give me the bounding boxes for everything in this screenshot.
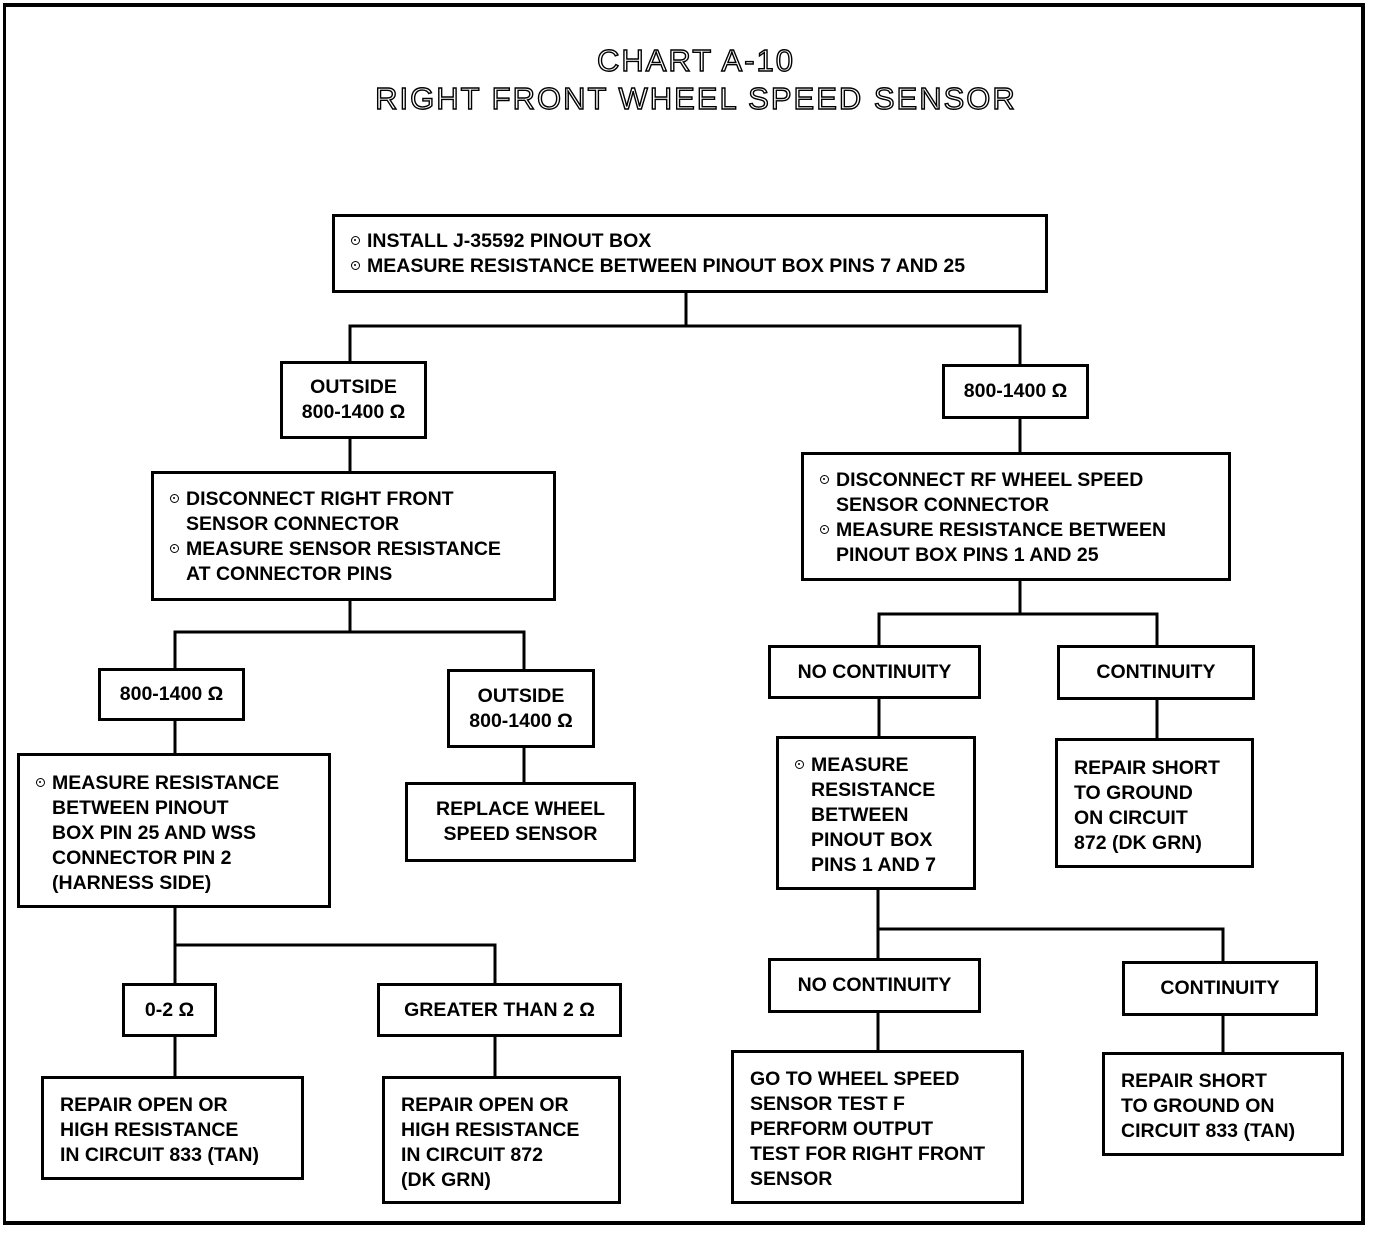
repair-short-872-box: REPAIR SHORT TO GROUND ON CIRCUIT 872 (D…	[1055, 738, 1254, 868]
continuity-box-2: CONTINUITY	[1122, 961, 1318, 1016]
measure-pins-1-7-box: MEASURE RESISTANCE BETWEEN PINOUT BOX PI…	[776, 736, 976, 890]
page-border	[3, 3, 1365, 1225]
bullet-item: MEASURE RESISTANCE BETWEEN PINOUT BOX PI…	[820, 518, 1218, 568]
result-label: NO CONTINUITY	[797, 974, 952, 996]
step-text: CONNECTOR PIN 2	[52, 847, 232, 869]
repair-open-833-box: REPAIR OPEN OR HIGH RESISTANCE IN CIRCUI…	[41, 1076, 304, 1180]
chart-subtitle: RIGHT FRONT WHEEL SPEED SENSOR	[374, 80, 1017, 116]
action-text: GO TO WHEEL SPEED	[750, 1068, 960, 1090]
bullet-item: MEASURE SENSOR RESISTANCE AT CONNECTOR P…	[170, 537, 543, 587]
step-text: (HARNESS SIDE)	[52, 872, 212, 894]
step-text: PINS 1 AND 7	[811, 854, 936, 876]
connector	[348, 324, 1022, 364]
step-text: INSTALL J-35592 PINOUT BOX	[367, 230, 652, 252]
action-text: CIRCUIT 833 (TAN)	[1121, 1120, 1296, 1142]
goto-test-f-box: GO TO WHEEL SPEED SENSOR TEST F PERFORM …	[731, 1050, 1024, 1204]
action-text: REPLACE WHEEL	[435, 798, 605, 820]
low-resistance-box: 0-2 Ω	[122, 983, 217, 1037]
connector	[876, 927, 1225, 962]
in-range-box-1: 800-1400 Ω	[942, 364, 1089, 419]
disconnect-rf-wss-box: DISCONNECT RF WHEEL SPEED SENSOR CONNECT…	[801, 452, 1231, 581]
step-text: BETWEEN	[811, 804, 909, 826]
step-text: DISCONNECT RIGHT FRONT	[186, 488, 454, 510]
result-label: CONTINUITY	[1160, 977, 1280, 999]
result-label: 800-1400 Ω	[119, 683, 224, 705]
bullet-item: MEASURE RESISTANCE BETWEEN PINOUT BOX PI…	[351, 254, 1035, 279]
action-text: (DK GRN)	[401, 1169, 491, 1191]
step-text: MEASURE	[811, 754, 909, 776]
action-text: SENSOR	[750, 1168, 833, 1190]
step-text: RESISTANCE	[811, 779, 936, 801]
action-text: TO GROUND	[1074, 782, 1193, 804]
connector	[877, 612, 1159, 646]
bullet-item: MEASURE RESISTANCE BETWEEN PINOUT BOX PI…	[36, 771, 318, 896]
result-label: 800-1400 Ω	[963, 380, 1068, 402]
outside-range-box-1: OUTSIDE 800-1400 Ω	[280, 361, 427, 439]
action-text: TEST FOR RIGHT FRONT	[750, 1143, 986, 1165]
disconnect-rf-sensor-box: DISCONNECT RIGHT FRONT SENSOR CONNECTOR …	[151, 471, 556, 601]
measure-harness-box: MEASURE RESISTANCE BETWEEN PINOUT BOX PI…	[17, 753, 331, 908]
result-label: OUTSIDE	[477, 684, 565, 707]
bullet-icon	[820, 525, 829, 534]
step-text: PINOUT BOX	[811, 829, 933, 851]
bullet-item: INSTALL J-35592 PINOUT BOX	[351, 229, 1035, 254]
action-text: PERFORM OUTPUT	[750, 1118, 934, 1140]
action-text: IN CIRCUIT 872	[401, 1144, 543, 1166]
step-text: SENSOR CONNECTOR	[186, 513, 400, 535]
action-text: SPEED SENSOR	[443, 823, 598, 845]
connector	[173, 943, 497, 984]
step-text: MEASURE SENSOR RESISTANCE	[186, 538, 501, 560]
no-continuity-box-1: NO CONTINUITY	[768, 645, 981, 699]
bullet-icon	[351, 236, 360, 245]
result-label: OUTSIDE	[310, 376, 397, 398]
outside-range-box-2: OUTSIDE 800-1400 Ω	[447, 669, 595, 748]
repair-open-872-box: REPAIR OPEN OR HIGH RESISTANCE IN CIRCUI…	[382, 1076, 621, 1204]
repair-short-833-box: REPAIR SHORT TO GROUND ON CIRCUIT 833 (T…	[1102, 1052, 1344, 1156]
result-label: NO CONTINUITY	[797, 660, 952, 683]
result-label: 800-1400 Ω	[469, 709, 573, 732]
chart-title: CHART A-10	[596, 42, 796, 78]
step-text: MEASURE RESISTANCE BETWEEN	[836, 519, 1167, 541]
in-range-box-2: 800-1400 Ω	[98, 668, 245, 721]
high-resistance-box: GREATER THAN 2 Ω	[377, 983, 622, 1037]
bullet-icon	[170, 544, 179, 553]
bullet-item: DISCONNECT RF WHEEL SPEED SENSOR CONNECT…	[820, 468, 1218, 518]
action-text: REPAIR SHORT	[1074, 757, 1220, 779]
step-text: BETWEEN PINOUT	[52, 797, 229, 819]
no-continuity-box-2: NO CONTINUITY	[768, 958, 981, 1013]
step-text: AT CONNECTOR PINS	[186, 563, 393, 585]
bullet-item: MEASURE RESISTANCE BETWEEN PINOUT BOX PI…	[795, 753, 963, 878]
action-text: REPAIR OPEN OR	[401, 1094, 569, 1116]
result-label: 0-2 Ω	[144, 998, 195, 1021]
replace-wss-box: REPLACE WHEEL SPEED SENSOR	[405, 782, 636, 862]
bullet-icon	[36, 778, 45, 787]
action-text: 872 (DK GRN)	[1074, 832, 1202, 854]
action-text: SENSOR TEST F	[750, 1093, 905, 1115]
bullet-icon	[820, 475, 829, 484]
connector	[173, 630, 526, 670]
action-text: REPAIR SHORT	[1121, 1070, 1267, 1092]
result-label: 800-1400 Ω	[301, 401, 406, 423]
bullet-icon	[795, 760, 804, 769]
bullet-icon	[351, 261, 360, 270]
step-text: MEASURE RESISTANCE	[52, 772, 280, 794]
action-text: HIGH RESISTANCE	[401, 1119, 580, 1141]
action-text: REPAIR OPEN OR	[60, 1094, 228, 1116]
step-text: BOX PIN 25 AND WSS	[52, 822, 257, 844]
action-text: TO GROUND ON	[1121, 1095, 1275, 1117]
continuity-box-1: CONTINUITY	[1057, 645, 1255, 700]
step-text: PINOUT BOX PINS 1 AND 25	[836, 544, 1099, 566]
bullet-item: DISCONNECT RIGHT FRONT SENSOR CONNECTOR	[170, 487, 543, 537]
step-text: MEASURE RESISTANCE BETWEEN PINOUT BOX PI…	[367, 255, 966, 277]
result-label: GREATER THAN 2 Ω	[404, 998, 595, 1021]
step-text: DISCONNECT RF WHEEL SPEED	[836, 469, 1144, 491]
result-label: CONTINUITY	[1096, 661, 1216, 683]
action-text: IN CIRCUIT 833 (TAN)	[60, 1144, 259, 1166]
start-step-box: INSTALL J-35592 PINOUT BOX MEASURE RESIS…	[332, 214, 1048, 293]
action-text: HIGH RESISTANCE	[60, 1119, 239, 1141]
action-text: ON CIRCUIT	[1074, 807, 1188, 829]
bullet-icon	[170, 494, 179, 503]
step-text: SENSOR CONNECTOR	[836, 494, 1050, 516]
